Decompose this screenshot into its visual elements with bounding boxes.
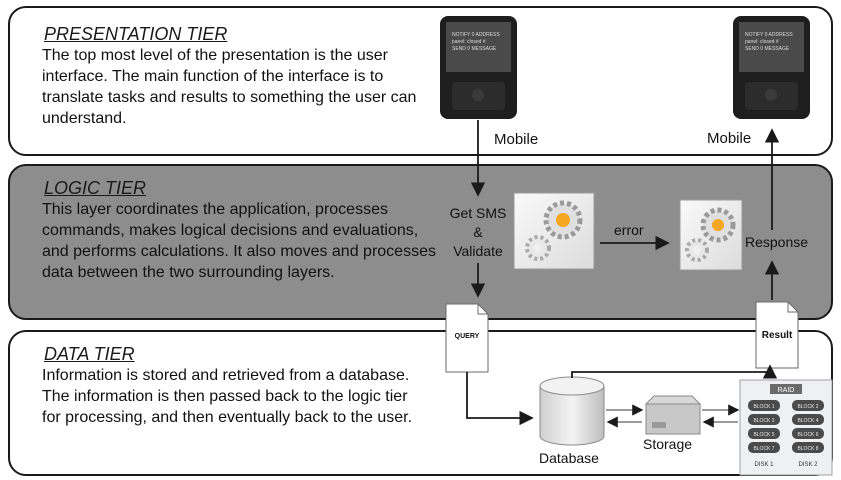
arrow-query-to-database [466,372,534,426]
raid-block-label: BLOCK 1 [753,404,774,410]
phone-screen-line: panel: closed # [452,39,486,45]
raid-block-label: BLOCK 2 [797,404,818,410]
arrow-database-to-result [571,364,778,379]
presentation-tier-description: The top most level of the presentation i… [42,47,417,127]
raid-disk-label: DISK 2 [798,462,818,468]
presentation-tier-title: PRESENTATION TIER [44,24,228,44]
mobile-in-label: Mobile [494,131,539,148]
raid-block-label: BLOCK 7 [753,446,774,452]
storage-label: Storage [643,436,693,452]
validate-label-line-2: & [473,224,483,240]
phone-screen-line: NOTIFY 0 ADDRESS [745,32,793,38]
validate-label-line-3: Validate [453,243,503,259]
raid-array-icon: RAID BLOCK 1 BLOCK 3 BLOCK 5 BLOCK 7 BLO… [739,379,833,476]
raid-block-label: BLOCK 6 [797,432,818,438]
error-label: error [614,222,644,238]
logic-tier-description: This layer coordinates the application, … [42,201,436,281]
mobile-out-label: Mobile [707,130,752,147]
response-label: Response [745,234,809,250]
presentation-tier-panel: PRESENTATION TIER The top most level of … [8,6,833,156]
raid-label: RAID [778,387,795,394]
result-document-label: Result [762,330,793,341]
mobile-phone-icon-in: NOTIFY 0 ADDRESS panel: closed # SEND 0 … [440,16,517,119]
raid-block-label: BLOCK 8 [797,446,818,452]
phone-screen-line: SEND 0 MESSAGE [745,46,790,52]
storage-device-icon [644,395,702,435]
raid-block-label: BLOCK 4 [797,418,818,424]
raid-block-label: BLOCK 3 [753,418,774,424]
result-document-icon: Result [755,301,799,369]
database-cylinder-icon [539,376,605,446]
logic-tier-title: LOGIC TIER [44,178,147,198]
query-document-label: QUERY [455,333,480,340]
phone-screen-line: panel: closed # [745,39,779,45]
raid-disk-label: DISK 1 [754,462,774,468]
phone-screen-line: SEND 0 MESSAGE [452,46,497,52]
mobile-phone-icon-out: NOTIFY 0 ADDRESS panel: closed # SEND 0 … [733,16,810,119]
phone-screen-line: NOTIFY 0 ADDRESS [452,32,500,38]
validate-label-line-1: Get SMS [449,205,507,221]
query-document-icon: QUERY [445,303,489,373]
database-label: Database [539,450,599,466]
validate-gears-icon [513,192,595,270]
data-tier-description: Information is stored and retrieved from… [42,367,413,426]
error-gears-icon [679,199,743,271]
data-tier-panel: DATA TIER Information is stored and retr… [8,330,833,476]
data-tier-title: DATA TIER [44,344,135,364]
raid-block-label: BLOCK 5 [753,432,774,438]
logic-tier-panel: LOGIC TIER This layer coordinates the ap… [8,164,833,320]
